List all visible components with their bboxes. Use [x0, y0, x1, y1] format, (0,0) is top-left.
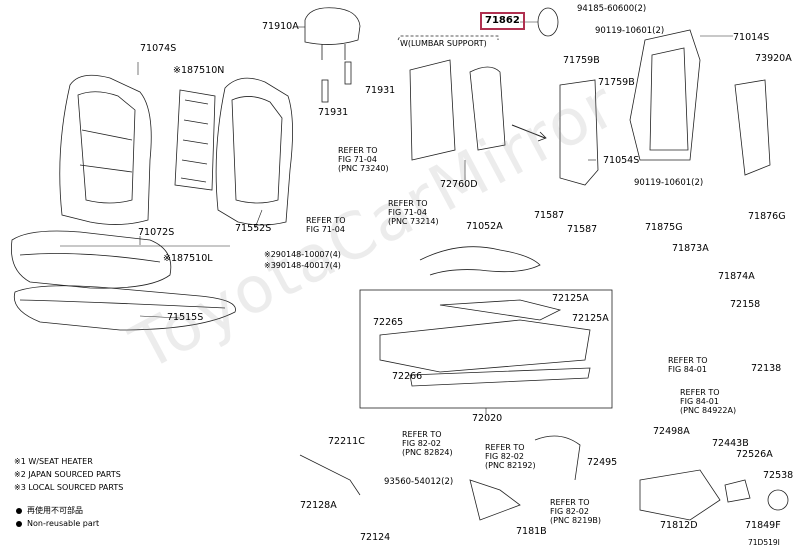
- part-label-7181B[interactable]: 7181B: [516, 526, 547, 537]
- part-label-72125A-a[interactable]: 72125A: [552, 293, 589, 304]
- part-label-90119-b[interactable]: 90119-10601(2): [634, 178, 704, 188]
- part-label-87510L[interactable]: ※187510L: [163, 253, 213, 264]
- refer-note-82-02-82192[interactable]: REFER TO FIG 82-02 (PNC 82192): [485, 443, 536, 471]
- part-label-71515S[interactable]: 71515S: [167, 312, 204, 323]
- part-label-90119-a[interactable]: 90119-10601(2): [595, 26, 665, 36]
- lumbar-support-label: W(LUMBAR SUPPORT): [400, 39, 487, 48]
- part-label-71875G[interactable]: 71875G: [645, 222, 683, 233]
- seat-track-box: [359, 289, 613, 409]
- part-label-94185[interactable]: 94185-60600(2): [577, 4, 647, 14]
- seat-back-pad-drawing: [215, 77, 293, 226]
- part-label-72538[interactable]: 72538: [763, 470, 794, 481]
- seat-back-cover-drawing: [59, 74, 152, 225]
- headrest-support-drawing: [321, 61, 352, 103]
- part-label-71552S[interactable]: 71552S: [235, 223, 272, 234]
- bullet-icon: [16, 521, 22, 527]
- knob-71862-drawing: [537, 7, 559, 37]
- refer-note-82-02-82824[interactable]: REFER TO FIG 82-02 (PNC 82824): [402, 430, 453, 458]
- legend-local-sourced: ※3 LOCAL SOURCED PARTS: [14, 483, 124, 492]
- part-label-71876G[interactable]: 71876G: [748, 211, 786, 222]
- wiring-harness-drawing: [419, 246, 541, 276]
- part-label-90148-10007[interactable]: ※290148-10007(4): [264, 250, 341, 259]
- part-label-87510N[interactable]: ※187510N: [173, 65, 225, 76]
- part-label-71072S[interactable]: 71072S: [138, 227, 175, 238]
- part-label-72020[interactable]: 72020: [472, 413, 503, 424]
- part-label-72158[interactable]: 72158: [730, 299, 761, 310]
- part-label-71849F[interactable]: 71849F: [745, 520, 781, 531]
- part-label-71054S[interactable]: 71054S: [603, 155, 640, 166]
- figure-id: 71D519I: [748, 538, 780, 547]
- legend-non-reusable: Non-reusable part: [27, 519, 100, 528]
- part-label-71759B-a[interactable]: 71759B: [563, 55, 600, 66]
- part-label-72526A[interactable]: 72526A: [736, 449, 773, 460]
- part-label-72128A[interactable]: 72128A: [300, 500, 337, 511]
- legend-japan-sourced: ※2 JAPAN SOURCED PARTS: [14, 470, 121, 479]
- part-label-71052A[interactable]: 71052A: [466, 221, 503, 232]
- seat-cushion-cover-drawing: [11, 230, 172, 289]
- refer-note-71-04[interactable]: REFER TO FIG 71-04: [306, 216, 346, 235]
- part-label-72211C[interactable]: 72211C: [328, 436, 365, 447]
- refer-note-71-04-73214[interactable]: REFER TO FIG 71-04 (PNC 73214): [388, 199, 439, 227]
- refer-note-84-01-84922A[interactable]: REFER TO FIG 84-01 (PNC 84922A): [680, 388, 737, 416]
- heater-element-drawing: [174, 89, 216, 191]
- part-label-72495[interactable]: 72495: [587, 457, 618, 468]
- leader-lines: [60, 21, 733, 414]
- part-label-71587-a[interactable]: 71587: [534, 210, 565, 221]
- part-label-72265[interactable]: 72265: [373, 317, 404, 328]
- part-label-71873A[interactable]: 71873A: [672, 243, 709, 254]
- part-label-71759B-b[interactable]: 71759B: [598, 77, 635, 88]
- refer-note-84-01[interactable]: REFER TO FIG 84-01: [668, 356, 708, 375]
- part-label-71931-a[interactable]: 71931: [365, 85, 396, 96]
- part-label-72124[interactable]: 72124: [360, 532, 391, 543]
- part-label-72266[interactable]: 72266: [392, 371, 423, 382]
- refer-note-71-04-73240[interactable]: REFER TO FIG 71-04 (PNC 73240): [338, 146, 389, 174]
- part-label-71874A[interactable]: 71874A: [718, 271, 755, 282]
- headrest-drawing: [304, 7, 361, 60]
- part-label-71812D[interactable]: 71812D: [660, 520, 698, 531]
- seat-frame-drawing: [559, 29, 771, 186]
- part-label-71587-b[interactable]: 71587: [567, 224, 598, 235]
- part-label-72498A[interactable]: 72498A: [653, 426, 690, 437]
- seat-cushion-pad-drawing: [13, 285, 236, 331]
- part-label-72443B[interactable]: 72443B: [712, 438, 749, 449]
- highlighted-part-label[interactable]: 71862: [480, 12, 525, 30]
- part-label-93560[interactable]: 93560-54012(2): [384, 477, 454, 487]
- part-label-71014S[interactable]: 71014S: [733, 32, 770, 43]
- lower-parts-drawing: [299, 435, 789, 521]
- part-label-72125A-b[interactable]: 72125A: [572, 313, 609, 324]
- part-label-71931-b[interactable]: 71931: [318, 107, 349, 118]
- part-label-71074S[interactable]: 71074S: [140, 43, 177, 54]
- bullet-icon: [16, 508, 22, 514]
- legend-seat-heater: ※1 W/SEAT HEATER: [14, 457, 93, 466]
- part-label-71910A[interactable]: 71910A: [262, 21, 299, 32]
- legend-non-reusable-jp: 再使用不可部品: [27, 506, 83, 515]
- part-label-90148-40017[interactable]: ※390148-40017(4): [264, 261, 341, 270]
- lumbar-support-drawing: [397, 35, 547, 161]
- part-label-72138[interactable]: 72138: [751, 363, 782, 374]
- part-label-73920A[interactable]: 73920A: [755, 53, 792, 64]
- refer-note-82-02-8219B[interactable]: REFER TO FIG 82-02 (PNC 8219B): [550, 498, 602, 526]
- part-label-72760D[interactable]: 72760D: [440, 179, 478, 190]
